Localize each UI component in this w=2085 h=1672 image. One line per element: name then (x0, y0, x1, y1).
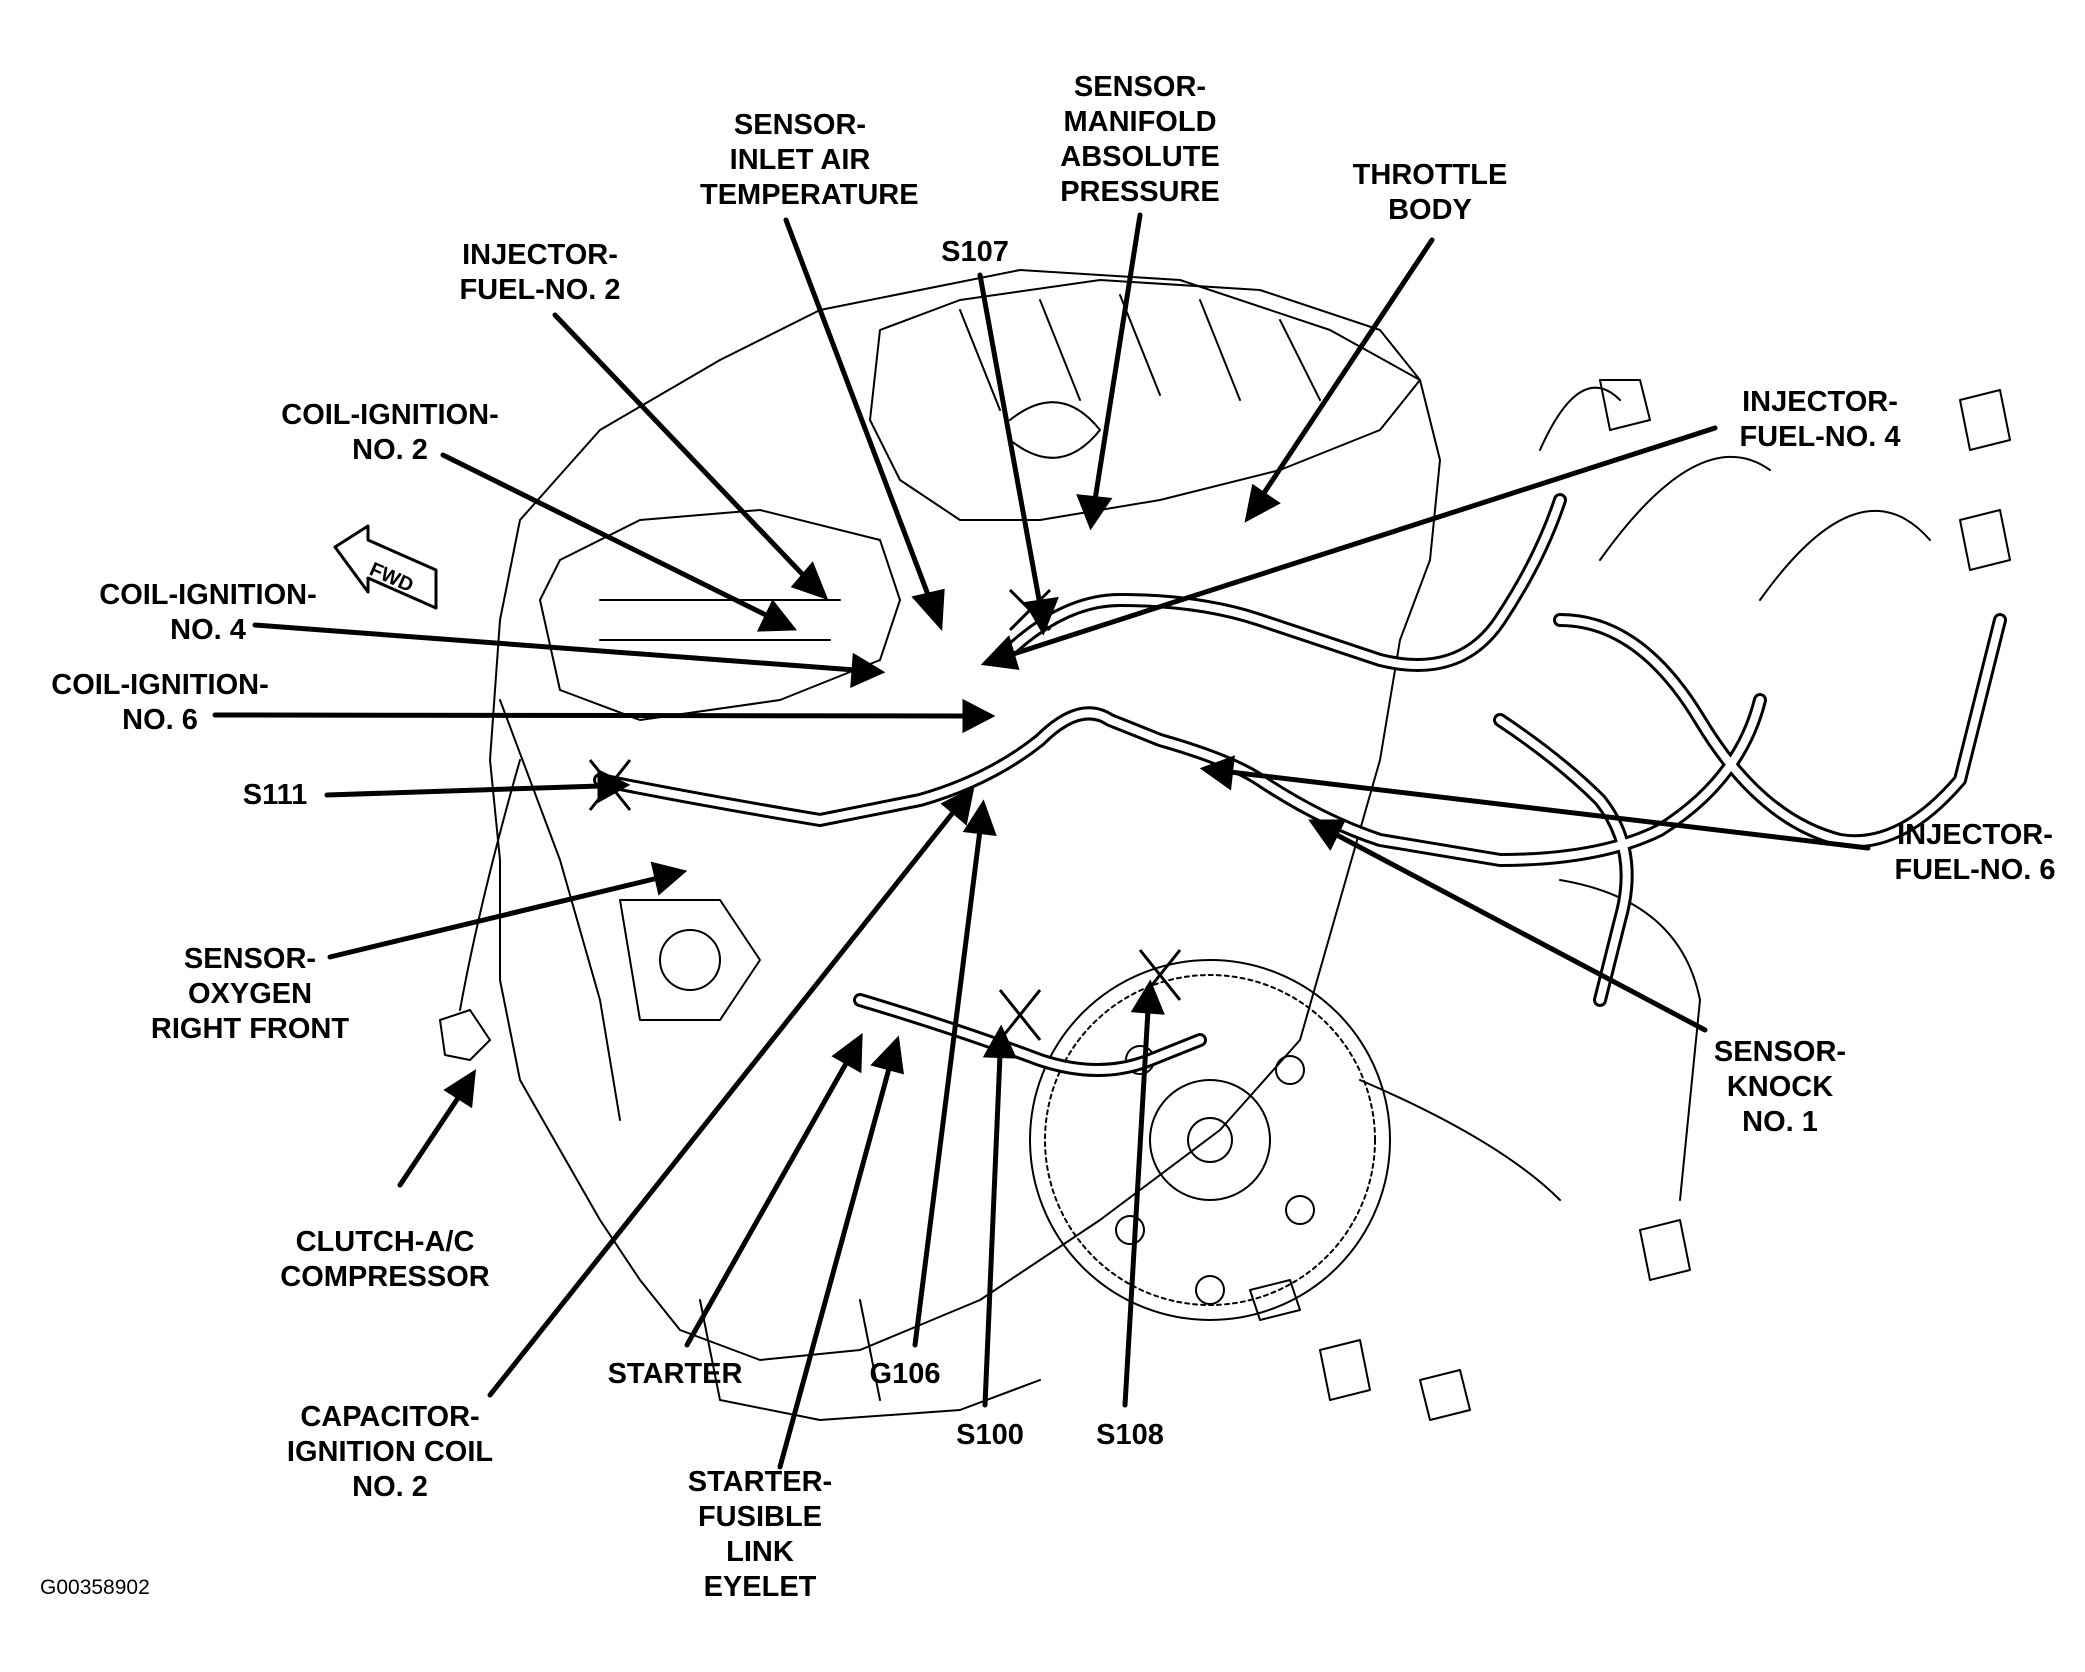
figure-id: G00358902 (40, 1576, 150, 1599)
leader-clutch-ac (397, 1092, 463, 1188)
leader-sensor-iat (783, 217, 933, 603)
engine-block-outline (489, 269, 1441, 1361)
label-sensor-inlet-air-temperature: SENSOR- INLET AIR TEMPERATURE (700, 109, 919, 211)
label-clutch-ac-compressor: CLUTCH-A/C COMPRESSOR (280, 1226, 490, 1293)
leader-s100 (982, 1052, 1003, 1408)
leader-s107 (977, 272, 1043, 608)
leader-s111 (324, 783, 603, 798)
fwd-arrow-icon: FWD (333, 524, 438, 610)
label-s111: S111 (242, 779, 308, 811)
label-starter-fusible-link-eyelet: STARTER- FUSIBLE LINK EYELET (687, 1466, 833, 1603)
label-sensor-knock-no-1: SENSOR- KNOCK NO. 1 (1713, 1036, 1847, 1138)
leader-capacitor (487, 807, 958, 1398)
leader-sensor-map (1092, 212, 1143, 503)
leader-throttle-body (1259, 237, 1435, 499)
leader-starter-fusible (777, 1062, 893, 1470)
label-coil-ignition-no-6: COIL-IGNITION- NO. 6 (51, 669, 269, 736)
leader-injector-no4 (1007, 425, 1718, 658)
label-s107: S107 (941, 236, 1009, 268)
label-g106: G106 (869, 1358, 941, 1390)
leader-coil-no2 (440, 452, 773, 620)
label-coil-ignition-no-2: COIL-IGNITION- NO. 2 (281, 399, 499, 466)
label-injector-fuel-no-4: INJECTOR- FUEL-NO. 4 (1739, 386, 1901, 453)
label-injector-fuel-no-2: INJECTOR- FUEL-NO. 2 (459, 239, 621, 306)
label-capacitor-ignition-coil-no-2: CAPACITOR- IGNITION COIL NO. 2 (286, 1401, 494, 1503)
valve-cover (539, 509, 901, 721)
label-sensor-manifold-absolute-pressure: SENSOR- MANIFOLD ABSOLUTE PRESSURE (1060, 71, 1220, 208)
leader-coil-no4 (252, 622, 858, 673)
label-coil-ignition-no-4: COIL-IGNITION- NO. 4 (99, 579, 317, 646)
leader-g106 (912, 827, 983, 1348)
intake-manifold (869, 279, 1421, 521)
label-sensor-oxygen-right-front: SENSOR- OXYGEN RIGHT FRONT (150, 943, 350, 1045)
label-s100: S100 (956, 1419, 1024, 1451)
harness-right (1359, 386, 1931, 1201)
harness-upper (993, 493, 1567, 672)
leader-starter (684, 1057, 851, 1348)
label-throttle-body: THROTTLE BODY (1352, 159, 1508, 226)
label-injector-fuel-no-6: INJECTOR- FUEL-NO. 6 (1894, 819, 2056, 886)
leader-injector-no6 (1227, 769, 1871, 851)
label-s108: S108 (1096, 1419, 1164, 1451)
leader-s108 (1122, 1007, 1151, 1408)
leader-sensor-knock (1332, 831, 1708, 1033)
label-starter: STARTER (607, 1358, 743, 1390)
leader-injector-no2 (552, 312, 809, 581)
flywheel (1029, 959, 1391, 1321)
leader-sensor-oxygen (327, 875, 661, 960)
leader-coil-no6 (212, 712, 968, 719)
